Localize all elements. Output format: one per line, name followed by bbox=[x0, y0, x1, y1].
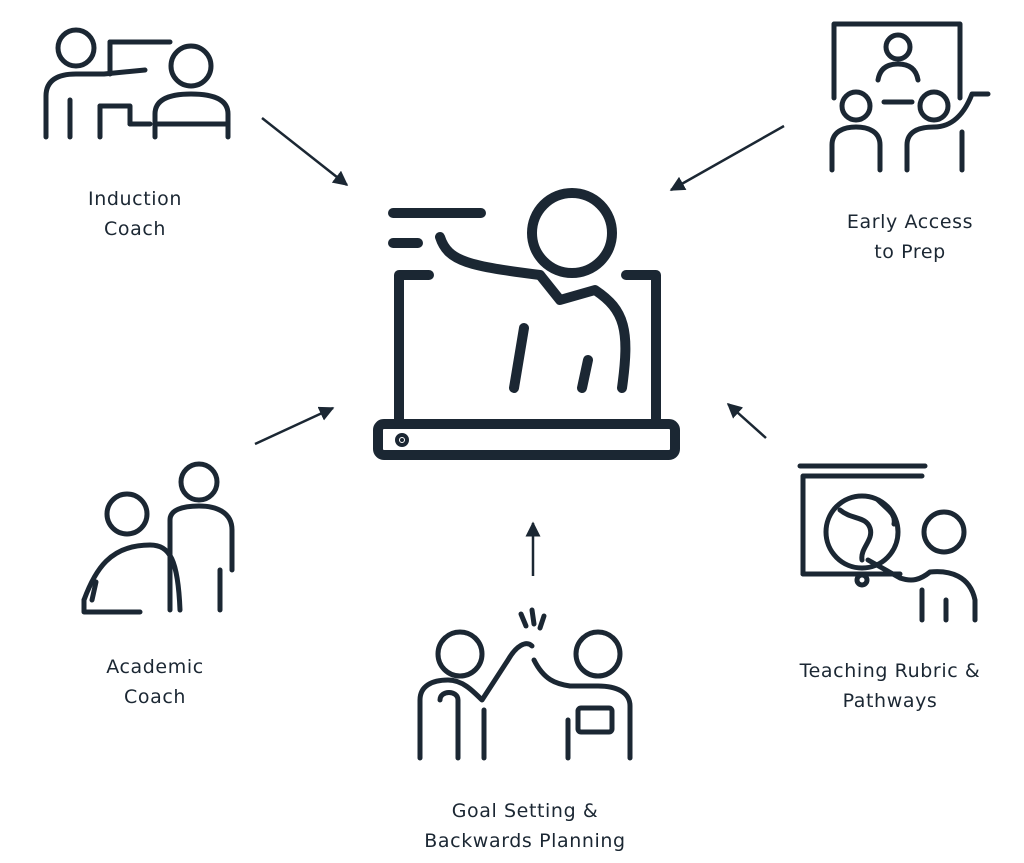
label-line: Coach bbox=[103, 218, 167, 240]
label-line: Early Access bbox=[846, 211, 974, 233]
classroom-presentation-icon bbox=[829, 21, 991, 173]
teacher-laptop-icon bbox=[373, 188, 680, 460]
arrow-teaching-to-center bbox=[726, 402, 767, 439]
globe-lesson-icon bbox=[797, 463, 978, 623]
label-line: Teaching Rubric & bbox=[799, 660, 981, 682]
arrow-induction-to-center bbox=[261, 117, 349, 186]
node-label-goal-setting: Goal Setting & Backwards Planning bbox=[400, 796, 650, 856]
node-label-induction-coach: Induction Coach bbox=[40, 184, 230, 244]
label-line: Pathways bbox=[842, 690, 938, 712]
label-line: to Prep bbox=[874, 241, 946, 263]
label-line: Goal Setting & bbox=[451, 800, 599, 822]
label-line: Backwards Planning bbox=[424, 830, 626, 852]
label-line: Academic bbox=[106, 656, 204, 678]
node-label-academic-coach: Academic Coach bbox=[60, 652, 250, 712]
high-five-icon bbox=[417, 607, 633, 761]
arrow-early-to-center bbox=[669, 124, 785, 192]
node-label-teaching-rubric: Teaching Rubric & Pathways bbox=[780, 656, 1000, 716]
arrow-academic-to-center bbox=[254, 406, 335, 446]
node-label-early-access: Early Access to Prep bbox=[810, 207, 1010, 267]
mentor-student-icon bbox=[81, 461, 235, 615]
label-line: Coach bbox=[123, 686, 187, 708]
label-line: Induction bbox=[88, 188, 182, 210]
coach-presenting-icon bbox=[43, 27, 231, 140]
